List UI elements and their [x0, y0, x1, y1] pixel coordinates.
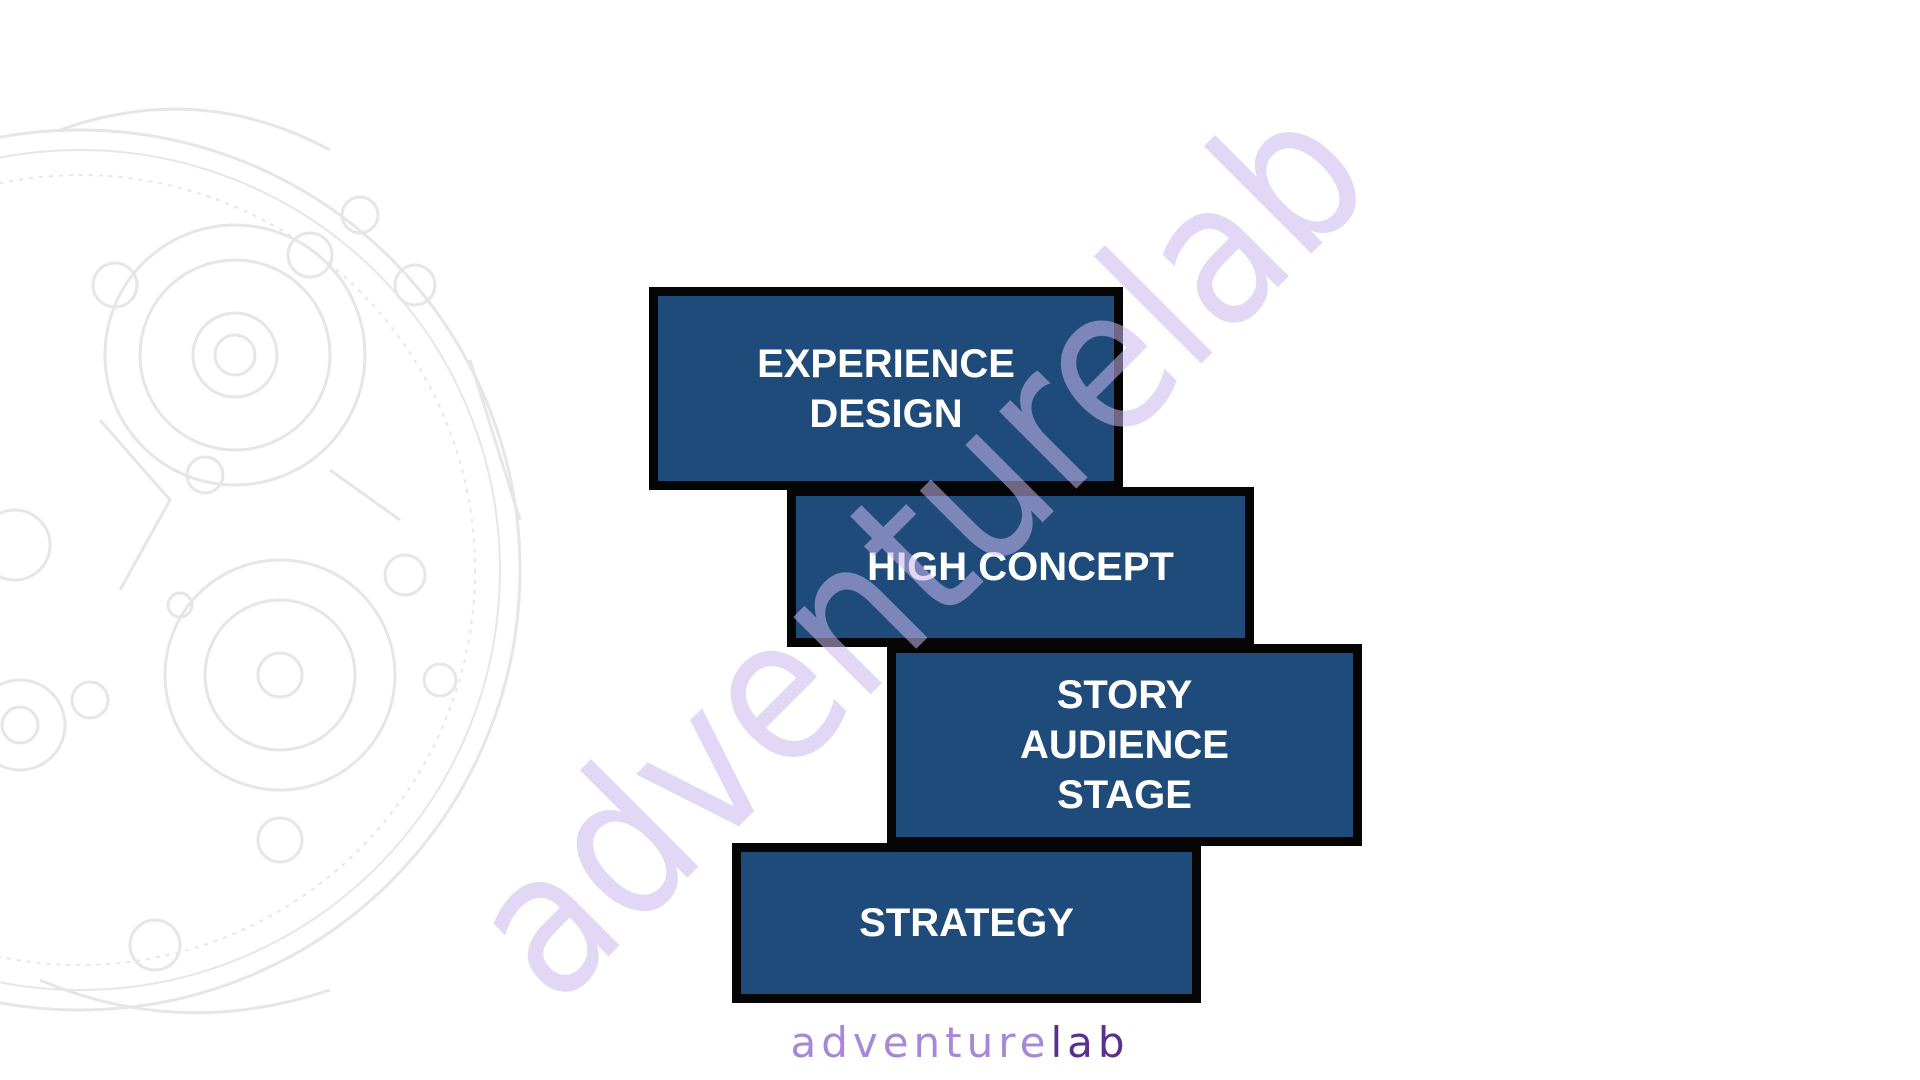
- brand-logo-dark: lab: [1050, 1018, 1130, 1067]
- experience-design-label: EXPERIENCE DESIGN: [757, 341, 1015, 436]
- strategy-block: STRATEGY: [732, 843, 1201, 1003]
- brand-logo-light: adventure: [790, 1018, 1051, 1067]
- story-audience-stage-label: STORY AUDIENCE STAGE: [1020, 673, 1229, 817]
- brand-logo: adventurelab: [0, 1018, 1920, 1067]
- experience-design-block: EXPERIENCE DESIGN: [649, 287, 1123, 490]
- high-concept-label: HIGH CONCEPT: [867, 545, 1174, 589]
- strategy-label: STRATEGY: [859, 901, 1074, 945]
- high-concept-block: HIGH CONCEPT: [787, 487, 1254, 647]
- story-audience-stage-block: STORY AUDIENCE STAGE: [887, 644, 1362, 846]
